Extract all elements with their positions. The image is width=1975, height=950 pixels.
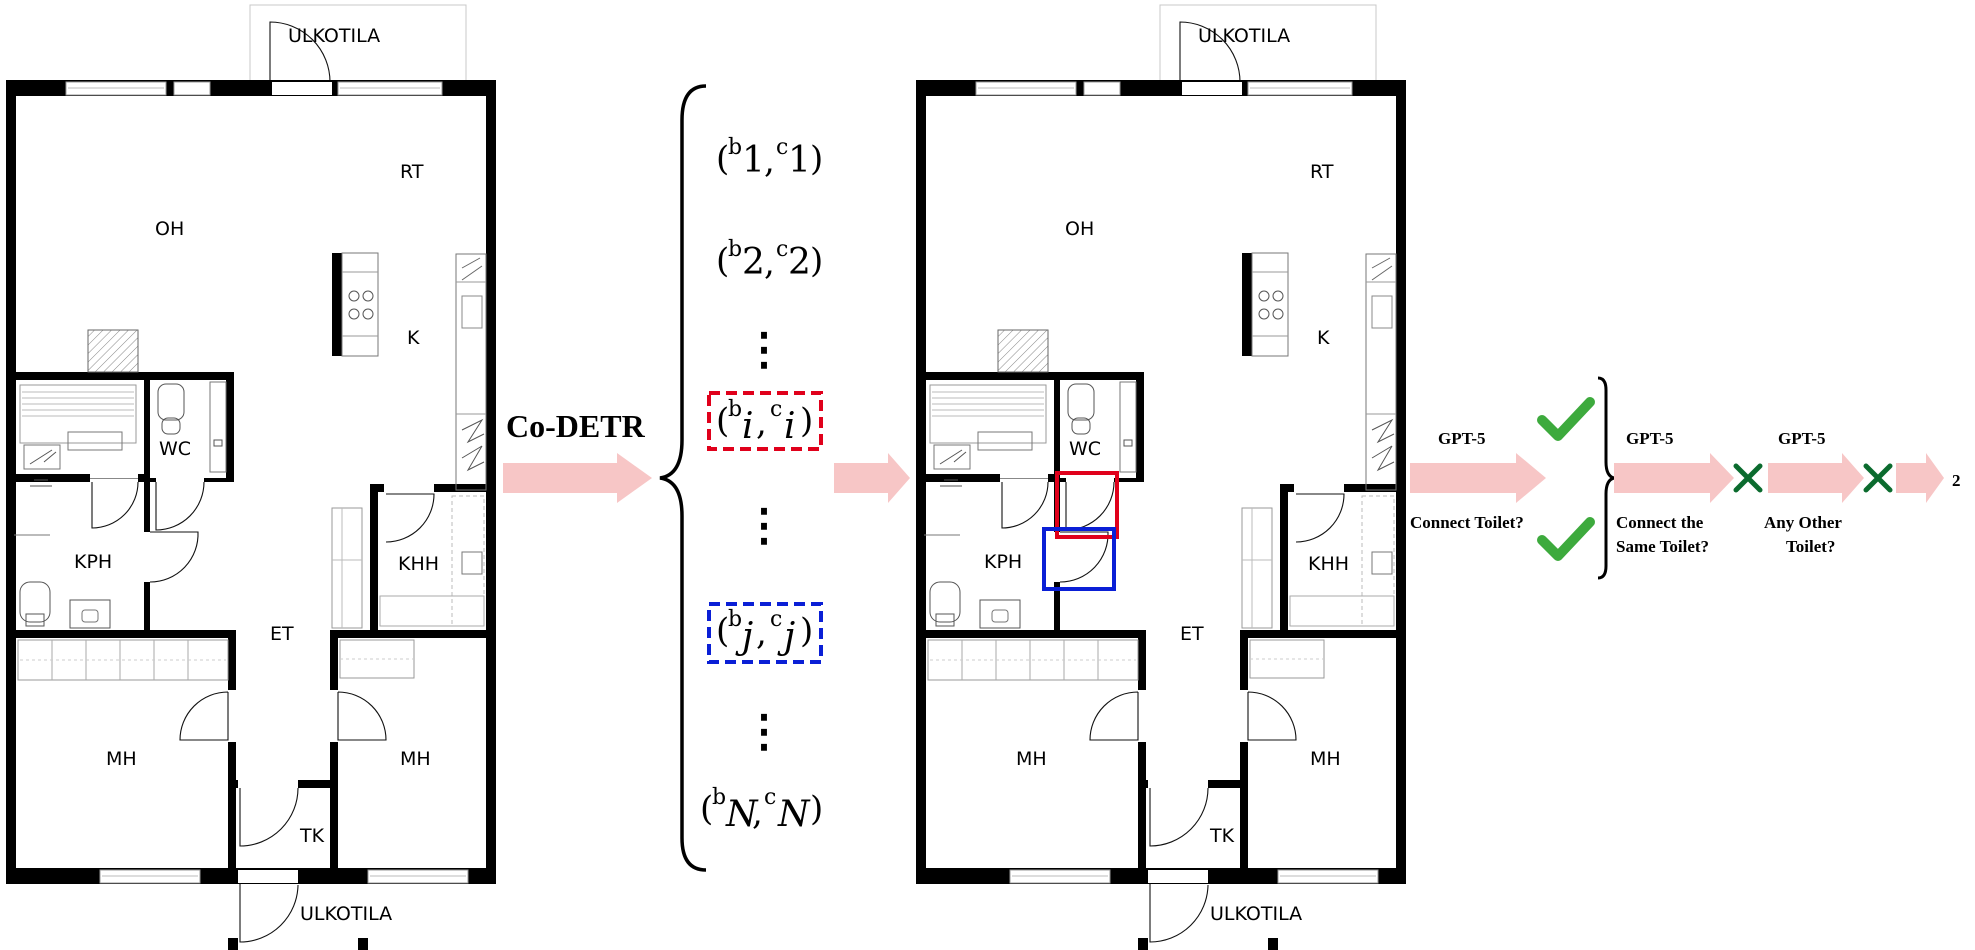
box-symbol: b <box>728 135 742 160</box>
class-index: i <box>784 406 796 447</box>
box-index: 1 <box>742 140 765 181</box>
room-tk: TK <box>1209 825 1235 847</box>
vdots-3: ⋮ <box>742 706 786 757</box>
comma: , <box>756 403 767 443</box>
detection-i: ( b i , c i ) <box>716 397 813 447</box>
paren-close: ) <box>810 139 823 179</box>
room-rt: RT <box>1310 161 1334 183</box>
class-symbol: c <box>770 607 782 632</box>
class-symbol: c <box>764 785 776 810</box>
detections-arrow <box>834 453 910 503</box>
result-arrow <box>1896 453 1944 503</box>
paren-close: ) <box>810 789 823 829</box>
cross-icon-1 <box>1733 463 1763 493</box>
vdots-2: ⋮ <box>742 500 786 551</box>
room-ulkotila-bottom: ULKOTILA <box>300 903 392 925</box>
comma: , <box>756 613 767 653</box>
vdots-1: ⋮ <box>742 324 786 375</box>
result-value: 2 <box>1952 471 1961 490</box>
detection-i-highlight <box>707 391 823 451</box>
question-other-toilet-line2: Toilet? <box>1786 537 1835 556</box>
class-index: 2 <box>788 242 811 283</box>
paren-close: ) <box>800 401 813 441</box>
reasoning-pipeline: GPT-5 Connect Toilet? GPT-5 Connect the … <box>1410 376 1961 580</box>
comma: , <box>764 243 775 283</box>
comma: , <box>752 793 763 833</box>
room-oh: OH <box>1065 218 1094 240</box>
paren-open: ( <box>716 611 729 651</box>
room-mh-left: MH <box>106 748 137 770</box>
detection-n: ( b N , c N ) <box>700 785 823 835</box>
paren-open: ( <box>716 139 729 179</box>
room-kph: KPH <box>984 551 1022 573</box>
gpt-arrow-1 <box>1410 453 1546 503</box>
class-index: 1 <box>788 140 811 181</box>
floor-plan-left: ULKOTILA RT OH K WC KPH KHH ET MH MH TK … <box>5 4 497 950</box>
room-wc: WC <box>159 438 191 460</box>
class-symbol: c <box>776 135 788 160</box>
paren-open: ( <box>716 401 729 441</box>
room-et: ET <box>270 623 294 645</box>
room-ulkotila-bottom: ULKOTILA <box>1210 903 1302 925</box>
class-index: N <box>777 794 811 835</box>
gpt-arrow-3 <box>1768 453 1864 503</box>
room-et: ET <box>1180 623 1204 645</box>
detection-j-highlight <box>707 602 823 664</box>
box-index: N <box>725 794 759 835</box>
comma: , <box>764 141 775 181</box>
gpt-label-3: GPT-5 <box>1778 429 1826 448</box>
detection-j: ( b j , c j ) <box>716 607 813 657</box>
box-symbol: b <box>728 237 742 262</box>
room-k: K <box>1317 327 1330 349</box>
class-symbol: c <box>770 397 782 422</box>
room-wc: WC <box>1069 438 1101 460</box>
room-k: K <box>407 327 420 349</box>
question-connect-toilet: Connect Toilet? <box>1410 513 1524 532</box>
room-khh: KHH <box>398 553 439 575</box>
check-icon-bottom <box>1537 517 1595 561</box>
gpt-label-2: GPT-5 <box>1626 429 1674 448</box>
room-ulkotila-top: ULKOTILA <box>1198 25 1290 47</box>
paren-open: ( <box>700 789 713 829</box>
class-symbol: c <box>776 237 788 262</box>
room-rt: RT <box>400 161 424 183</box>
box-symbol: b <box>728 397 742 422</box>
room-ulkotila-top: ULKOTILA <box>288 25 380 47</box>
highlight-box-j <box>1042 527 1116 591</box>
question-other-toilet-line1: Any Other <box>1764 513 1842 532</box>
question-same-toilet-line2: Same Toilet? <box>1616 537 1709 556</box>
box-index: i <box>742 406 754 447</box>
question-same-toilet-line1: Connect the <box>1616 513 1704 532</box>
co-detr-arrow <box>503 453 652 503</box>
check-icon-top <box>1537 397 1595 441</box>
paren-close: ) <box>800 611 813 651</box>
room-oh: OH <box>155 218 184 240</box>
box-index: 2 <box>742 242 765 283</box>
paren-close: ) <box>810 241 823 281</box>
model-label: Co-DETR <box>506 408 646 444</box>
highlight-box-i <box>1055 471 1119 539</box>
room-tk: TK <box>299 825 325 847</box>
gpt-arrow-2 <box>1614 453 1734 503</box>
room-mh-left: MH <box>1016 748 1047 770</box>
room-kph: KPH <box>74 551 112 573</box>
cross-icon-2 <box>1863 463 1893 493</box>
result-brace <box>1597 376 1615 580</box>
paren-open: ( <box>716 241 729 281</box>
room-khh: KHH <box>1308 553 1349 575</box>
floor-plan-right: ULKOTILA RT OH K WC KPH KHH ET MH MH TK … <box>915 4 1407 950</box>
room-mh-right: MH <box>400 748 431 770</box>
detection-list: ( b 1 , c 1 ) ( b 2 , c 2 ) ⋮ ( b i , c … <box>700 135 823 835</box>
room-mh-right: MH <box>1310 748 1341 770</box>
box-symbol: b <box>712 785 726 810</box>
detection-2: ( b 2 , c 2 ) <box>716 237 823 283</box>
gpt-label-1: GPT-5 <box>1438 429 1486 448</box>
box-symbol: b <box>728 607 742 632</box>
detection-1: ( b 1 , c 1 ) <box>716 135 823 181</box>
detections-brace <box>659 84 707 872</box>
